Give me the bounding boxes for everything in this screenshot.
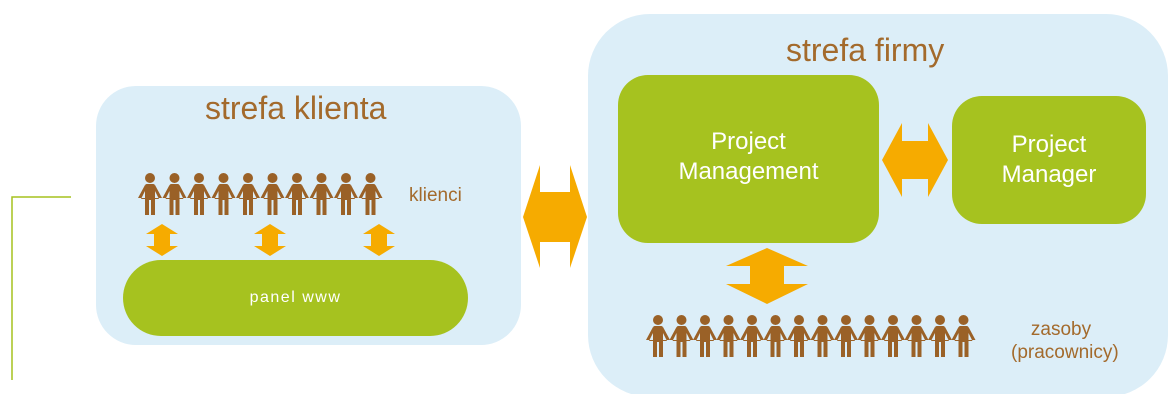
worker-person-icon bbox=[928, 315, 952, 357]
worker-person-icon bbox=[904, 315, 929, 357]
worker-person-icon bbox=[834, 315, 858, 357]
client-panel-arrow-2 bbox=[254, 224, 286, 256]
project-management-box: Project Management bbox=[618, 75, 879, 243]
client-person-icon bbox=[358, 173, 383, 215]
worker-person-icon bbox=[716, 315, 741, 357]
workers-people-group bbox=[646, 315, 976, 357]
project-manager-label-line2: Manager bbox=[1001, 161, 1097, 188]
worker-person-icon bbox=[810, 315, 835, 357]
resources-label-line2: (pracownicy) bbox=[1011, 342, 1119, 363]
client-panel-arrow-3 bbox=[363, 224, 395, 256]
zones-double-arrow bbox=[523, 165, 587, 268]
worker-person-icon bbox=[740, 315, 764, 357]
client-person-icon bbox=[187, 173, 211, 215]
pm-workers-arrow bbox=[726, 248, 808, 304]
worker-person-icon bbox=[951, 315, 976, 357]
project-management-label-line1: Project bbox=[711, 128, 786, 155]
client-person-icon bbox=[211, 173, 236, 215]
web-panel-box: panel www bbox=[123, 260, 468, 336]
worker-person-icon bbox=[881, 315, 905, 357]
client-person-icon bbox=[260, 173, 285, 215]
worker-person-icon bbox=[693, 315, 717, 357]
client-zone-title: strefa klienta bbox=[205, 90, 387, 126]
client-person-icon bbox=[285, 173, 309, 215]
left-bracket-line bbox=[11, 196, 71, 380]
resources-label-line1: zasoby bbox=[1030, 319, 1092, 340]
clients-label: klienci bbox=[409, 185, 462, 206]
client-panel-arrow-1 bbox=[146, 224, 178, 256]
clients-people-group bbox=[138, 173, 383, 215]
worker-person-icon bbox=[646, 315, 670, 357]
project-manager-label-line1: Project bbox=[1011, 131, 1087, 158]
client-person-icon bbox=[309, 173, 334, 215]
worker-person-icon bbox=[669, 315, 694, 357]
project-management-label-line2: Management bbox=[678, 158, 819, 185]
client-person-icon bbox=[138, 173, 162, 215]
client-person-icon bbox=[162, 173, 187, 215]
client-person-icon bbox=[334, 173, 358, 215]
worker-person-icon bbox=[763, 315, 788, 357]
pm-manager-arrow bbox=[882, 123, 948, 197]
worker-person-icon bbox=[857, 315, 882, 357]
client-person-icon bbox=[236, 173, 260, 215]
company-zone-title: strefa firmy bbox=[786, 32, 945, 68]
worker-person-icon bbox=[787, 315, 811, 357]
project-manager-box: Project Manager bbox=[952, 96, 1146, 224]
